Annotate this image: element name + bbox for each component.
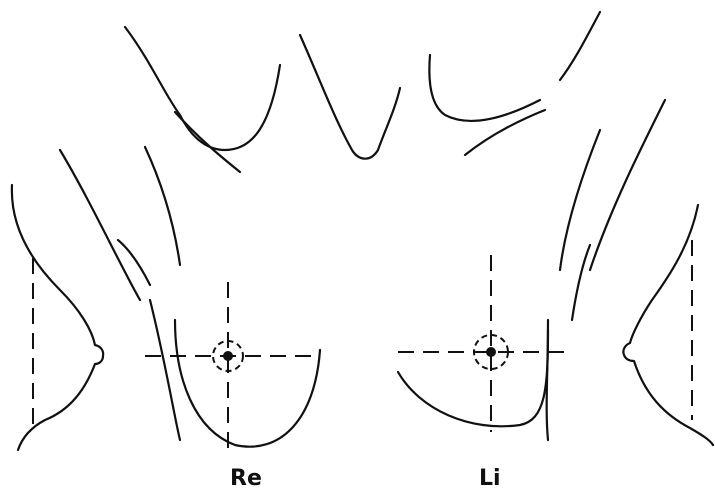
left-breast (398, 255, 568, 440)
left-breast-profile (623, 205, 713, 445)
left-nipple (486, 347, 496, 357)
right-breast-profile (12, 185, 103, 450)
right-side-label: Re (230, 466, 262, 491)
left-side-label: Li (479, 466, 501, 491)
torso-outline (60, 100, 665, 320)
right-nipple (223, 351, 233, 361)
right-breast (145, 282, 320, 452)
neck-outline (125, 12, 600, 159)
